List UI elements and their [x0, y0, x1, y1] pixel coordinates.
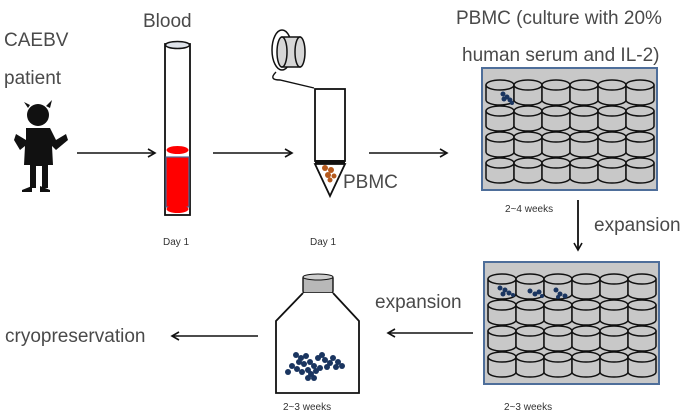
centrifuge-tube-icon [271, 29, 347, 199]
well [541, 157, 571, 184]
cell [322, 357, 328, 363]
pbmc-label: PBMC [343, 172, 398, 193]
well [625, 105, 655, 132]
cryopreservation-label: cryopreservation [5, 326, 146, 347]
well [627, 351, 657, 378]
well [513, 79, 543, 106]
well [625, 79, 655, 106]
cell [311, 375, 317, 381]
well [543, 351, 573, 378]
well [513, 131, 543, 158]
cell [324, 364, 330, 370]
well [597, 79, 627, 106]
well [569, 157, 599, 184]
weeks-flask-label: 2~3 weeks [283, 402, 332, 413]
well [571, 325, 601, 352]
patient-label-line2: patient [4, 68, 62, 89]
well [569, 131, 599, 158]
well [625, 157, 655, 184]
well [627, 273, 657, 300]
cell-cluster-flask [285, 352, 345, 381]
well [599, 351, 629, 378]
culture-flask-icon [275, 273, 360, 394]
well [513, 157, 543, 184]
cell [319, 352, 325, 358]
well [485, 131, 515, 158]
patient-label-line1: CAEBV [4, 30, 69, 51]
well [487, 325, 517, 352]
well [599, 299, 629, 326]
cell [293, 352, 299, 358]
weeks-plate2-label: 2~3 weeks [504, 402, 553, 413]
cell [339, 363, 345, 369]
cell [311, 363, 317, 369]
well [543, 299, 573, 326]
cell [307, 359, 313, 365]
culture-label-line2: human serum and IL-2) [462, 45, 660, 66]
culture-plate-2 [483, 261, 660, 385]
cell [289, 363, 295, 369]
culture-plate-1 [481, 67, 658, 191]
well [543, 325, 573, 352]
well [599, 325, 629, 352]
cell [294, 366, 300, 372]
well [541, 105, 571, 132]
weeks-plate1-label: 2~4 weeks [505, 204, 554, 215]
well [515, 351, 545, 378]
well [597, 131, 627, 158]
well [485, 157, 515, 184]
blood-label: Blood [143, 11, 192, 32]
expansion-down-label: expansion [594, 215, 681, 236]
well [513, 105, 543, 132]
well [597, 157, 627, 184]
well [487, 351, 517, 378]
expansion-left-label: expansion [375, 292, 462, 313]
day1-blood-label: Day 1 [163, 237, 190, 248]
blood-tube-icon [164, 40, 191, 216]
well [569, 105, 599, 132]
well [515, 325, 545, 352]
culture-label-line1: PBMC (culture with 20% [456, 8, 662, 29]
cell [303, 353, 309, 359]
cell [299, 369, 305, 375]
well [569, 79, 599, 106]
cell [285, 369, 291, 375]
cell [301, 361, 307, 367]
cell [335, 359, 341, 365]
cell-cluster-plate1 [500, 91, 514, 105]
day1-tube-label: Day 1 [310, 237, 337, 248]
well [627, 299, 657, 326]
well [487, 299, 517, 326]
child-silhouette-icon [14, 100, 68, 192]
cell [317, 365, 323, 371]
well [515, 273, 545, 300]
well [541, 79, 571, 106]
cell-cluster-plate2 [497, 285, 568, 299]
well [571, 351, 601, 378]
well [485, 105, 515, 132]
well [627, 325, 657, 352]
cell [296, 359, 302, 365]
cell [330, 355, 336, 361]
well [571, 273, 601, 300]
well [625, 131, 655, 158]
well [541, 131, 571, 158]
cell [305, 375, 311, 381]
well [515, 299, 545, 326]
well [599, 273, 629, 300]
well [597, 105, 627, 132]
well [571, 299, 601, 326]
cell [333, 364, 339, 370]
